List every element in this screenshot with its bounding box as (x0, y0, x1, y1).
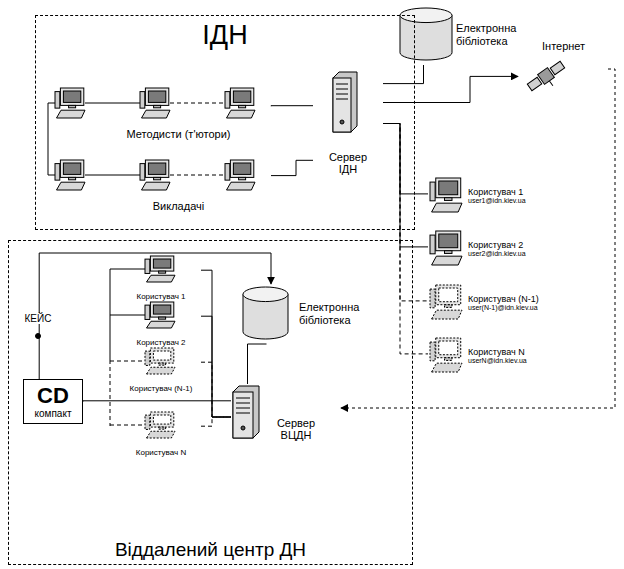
workstation-group: Методисти (т'ютори) (46, 89, 271, 141)
connector (201, 270, 231, 417)
node-label: Користувач N (468, 347, 576, 357)
computer-icon (145, 348, 175, 374)
workstation-group: Викладачі (46, 161, 271, 213)
connector (271, 105, 313, 107)
node-label: Користувач 1 (136, 292, 185, 301)
node-label: Інтернет (542, 40, 585, 53)
connector (383, 76, 518, 102)
node-label: Користувач 2 (136, 338, 185, 347)
computer-icon (140, 88, 170, 118)
computer-icon (55, 160, 85, 190)
node-label: Сервер ВЦДН (265, 417, 327, 442)
user-workstation: Користувач 1 (121, 257, 201, 301)
user-workstation: Користувач NuserN@idn.kiev.ua (428, 335, 578, 377)
user-workstation: Користувач 2 (121, 303, 201, 347)
user-workstation: Користувач 2user2@idn.kiev.ua (428, 228, 578, 270)
node-sublabel: компакт (35, 408, 72, 420)
computer-icon (145, 412, 175, 438)
node-sublabel: user1@idn.kiev.ua (468, 197, 576, 205)
connector (383, 124, 428, 301)
edge-label: КЕЙС (23, 313, 54, 324)
computer-icon (430, 338, 462, 372)
node-label: ІДН (202, 20, 247, 51)
server-icon (333, 72, 357, 132)
node-sublabel: user(N-1)@idn.kiev.ua (468, 304, 576, 312)
region: ІДН Методисти (т'ютори) Викладачі Сервер ІД… (35, 15, 415, 230)
node-sublabel: userN@idn.kiev.ua (468, 357, 576, 365)
computer-icon (430, 285, 462, 319)
node-label: Користувач (N-1) (468, 294, 576, 304)
node-label: Електронна бібліотека (456, 22, 536, 47)
node-label: Сервер ІДН (322, 151, 374, 176)
connector (248, 344, 267, 384)
connector (383, 124, 428, 194)
cd-case: CDкомпакт (23, 379, 83, 424)
node-sublabel: user2@idn.kiev.ua (468, 250, 576, 258)
server: Сервер ВЦДН (231, 384, 341, 444)
connector (341, 69, 615, 408)
computer-icon (225, 88, 255, 118)
connector (383, 124, 428, 354)
computer-icon (55, 88, 85, 118)
connector (39, 253, 271, 379)
network-wires (36, 103, 226, 426)
connector (201, 362, 231, 417)
computer-icon (140, 160, 170, 190)
node-label: CD (37, 383, 69, 408)
connector (201, 417, 231, 426)
region: Віддалений центр ДН CDкомпакт Користувач 1… (8, 240, 413, 565)
computer-icon (145, 256, 175, 282)
node-label: Викладачі (113, 200, 204, 213)
internet-satellite: Інтернет (518, 38, 608, 100)
node-label: Користувач N (136, 448, 186, 457)
user-workstation: Користувач N (121, 413, 201, 457)
connector (83, 400, 231, 402)
computer-icon (430, 231, 462, 265)
connector (383, 124, 428, 247)
user-workstation: Користувач 1user1@idn.kiev.ua (428, 175, 578, 217)
user-workstation: Користувач (N-1)user(N-1)@idn.kiev.ua (428, 282, 578, 324)
connector (271, 160, 313, 175)
node-label: Електронна бібліотека (299, 301, 379, 326)
computer-icon (225, 160, 255, 190)
node-label: Користувач 2 (468, 240, 576, 250)
server-icon (233, 386, 259, 438)
node-label: Користувач 1 (468, 187, 576, 197)
node-label: Користувач (N-1) (130, 384, 193, 393)
node-label: Віддалений центр ДН (115, 539, 306, 561)
connector (383, 65, 424, 84)
user-workstation: Користувач (N-1) (121, 349, 201, 393)
server: Сервер ІДН (313, 71, 383, 176)
node-label: Методисти (т'ютори) (87, 128, 231, 141)
computer-icon (145, 302, 175, 328)
library-database: Електронна бібліотека (241, 284, 391, 344)
database-cylinder (243, 287, 288, 339)
computer-icon (430, 178, 462, 212)
library-database: Електронна бібліотека (398, 5, 548, 65)
connector (201, 316, 231, 417)
satellite-icon (526, 60, 569, 98)
